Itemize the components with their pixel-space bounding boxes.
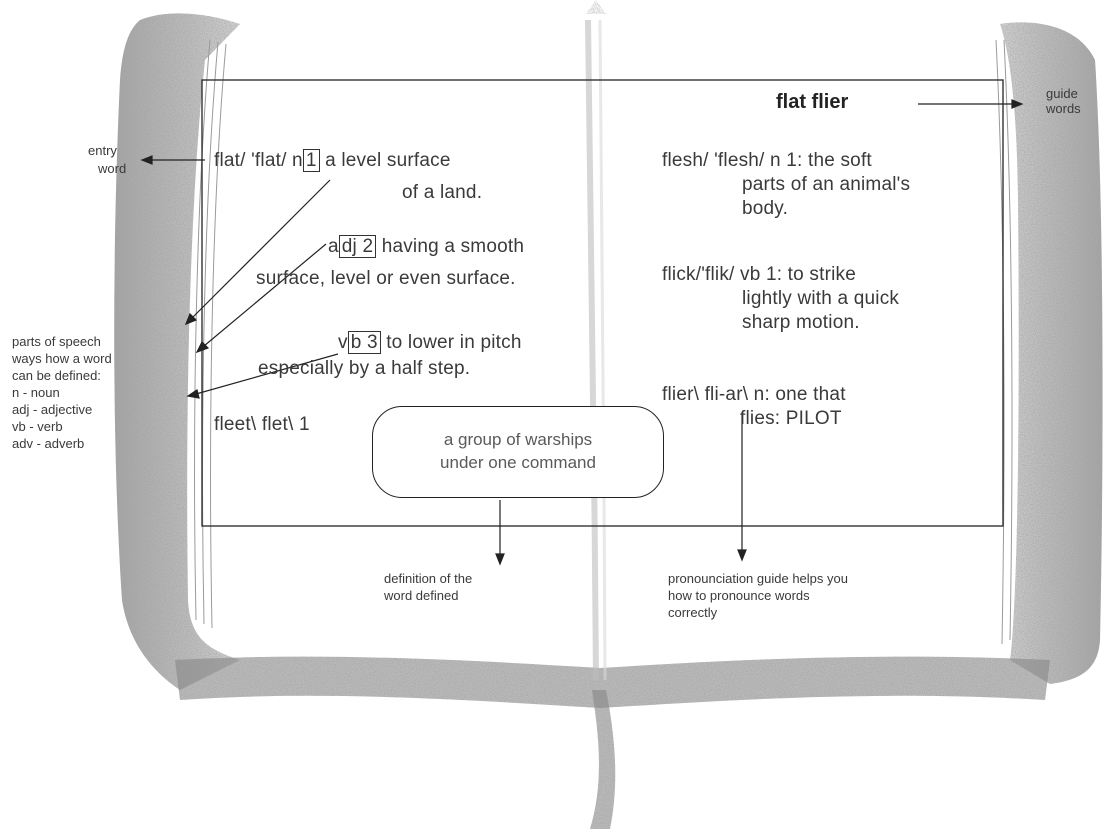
entry-word-label-line1: entry: [88, 143, 117, 158]
entry-flat-adj-prefix: a: [328, 236, 339, 257]
entry-flier-line2: flies: PILOT: [740, 408, 842, 429]
definition-label-line2: word defined: [384, 588, 459, 603]
pos-arrowhead-2: [195, 340, 210, 354]
entry-flat-adj-box: dj 2: [338, 235, 377, 258]
pronunciation-label-line1: pronounciation guide helps you: [668, 571, 848, 586]
pos-legend-line-3: can be defined:: [12, 368, 101, 383]
entry-flesh-line1: flesh/ 'flesh/ n 1: the soft: [662, 150, 872, 171]
dictionary-page-frame: [201, 79, 1004, 527]
entry-flat-vb-definition: to lower in pitch: [380, 332, 522, 353]
entry-flat-vb-box: b 3: [347, 331, 381, 354]
pronunciation-arrowhead: [737, 549, 747, 562]
entry-flat-adj-line2: surface, level or even surface.: [256, 268, 516, 289]
entry-flat-headword: flat/ 'flat/ n: [214, 150, 303, 171]
entry-word-label-line2: word: [98, 161, 127, 176]
pronunciation-label-line3: correctly: [668, 605, 718, 620]
entry-flat-vb-line2: especially by a half step.: [258, 358, 471, 379]
pronunciation-label-line2: how to pronounce words: [668, 588, 810, 603]
callout-line1: a group of warships: [443, 430, 593, 450]
entry-flat-sense-box: 1: [302, 149, 320, 172]
callout-line2: under one command: [440, 453, 596, 472]
entry-flat-line2: of a land.: [402, 182, 483, 203]
guide-words-label-line2: words: [1046, 101, 1081, 116]
pos-legend-line-5: adj - adjective: [12, 402, 93, 417]
right-cover: [1000, 22, 1103, 685]
pos-legend-line-7: adv - adverb: [12, 436, 85, 451]
pos-legend-line-6: vb - verb: [12, 419, 63, 434]
entry-flesh-line3: body.: [742, 198, 789, 219]
entry-flat-adj-definition: having a smooth: [376, 236, 525, 257]
definition-arrowhead: [495, 553, 505, 566]
pos-arrow-1: [191, 179, 331, 319]
guide-words-arrowhead: [1011, 99, 1024, 109]
guide-words-heading: flat flier: [776, 91, 849, 113]
pos-arrow-2: [203, 243, 327, 347]
book-bottom-edge: [175, 656, 1050, 708]
entry-flesh-line2: parts of an animal's: [742, 174, 911, 195]
book-gutter: [585, 0, 607, 681]
entry-flier-line1: flier\ fli-ar\ n: one that: [662, 384, 846, 405]
bookmark-ribbon: [590, 690, 616, 829]
definition-label-line1: definition of the: [384, 571, 473, 586]
entry-flat-definition: a level surface: [319, 150, 451, 171]
entry-word-arrowhead: [140, 155, 153, 165]
pos-arrowhead-3: [186, 389, 200, 399]
pos-legend-line-1: parts of speech: [12, 334, 101, 349]
entry-fleet: fleet\ flet\ 1: [214, 414, 310, 435]
pos-arrow-3: [195, 353, 339, 395]
entry-flat-vb-prefix: v: [338, 332, 348, 353]
entry-flick-line2: lightly with a quick: [742, 288, 900, 309]
pos-legend-line-2: ways how a word: [12, 351, 112, 366]
pos-arrowhead-1: [184, 312, 198, 326]
guide-words-label-line1: guide: [1046, 86, 1078, 101]
entry-flick-line1: flick/'flik/ vb 1: to strike: [662, 264, 856, 285]
fleet-definition-callout: a group of warships under one command: [372, 406, 664, 498]
pos-legend-line-4: n - noun: [12, 385, 60, 400]
entry-flick-line3: sharp motion.: [742, 312, 860, 333]
left-cover: [114, 13, 240, 690]
